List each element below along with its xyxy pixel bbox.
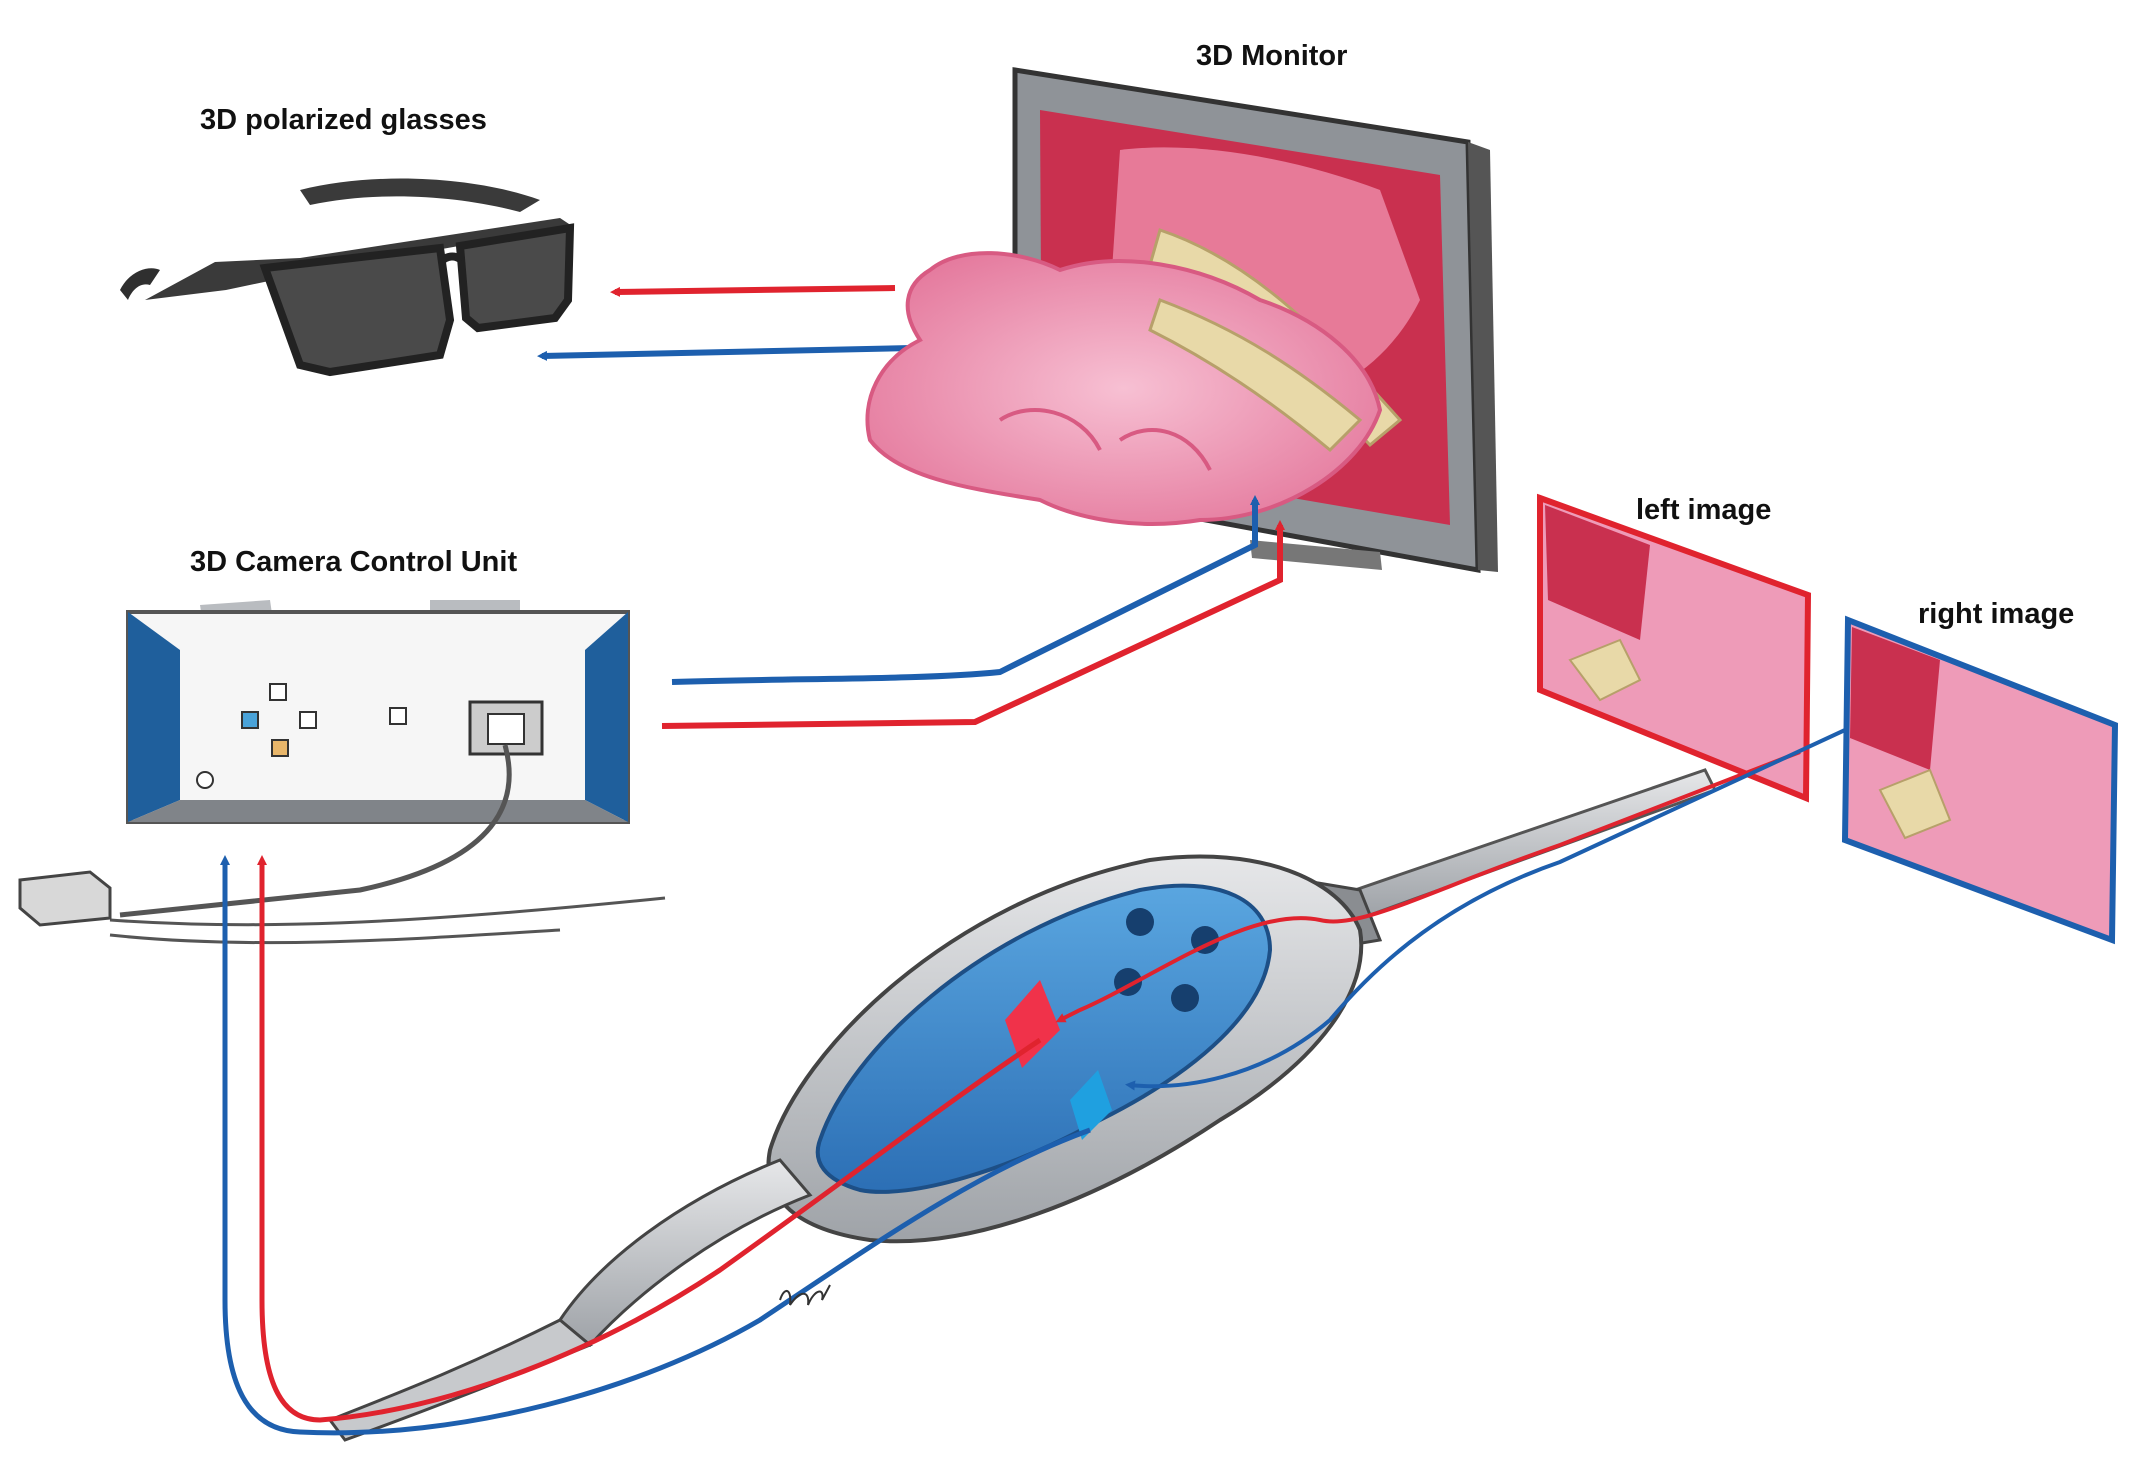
red-arrow-to-glasses xyxy=(610,285,896,297)
ccu-cables xyxy=(18,744,666,945)
right-image-panel xyxy=(1841,615,2119,945)
red-return-line xyxy=(257,855,1042,1423)
blue-arrow-ccu-to-monitor xyxy=(671,495,1260,685)
right-image-label: right image xyxy=(1918,598,2075,630)
blue-signal-line xyxy=(1125,728,1846,1091)
left-image-label: left image xyxy=(1636,494,1772,526)
blue-arrow-to-glasses xyxy=(537,345,913,361)
polarized-glasses-icon xyxy=(120,178,575,377)
left-image-panel xyxy=(1537,493,1812,803)
blue-return-line xyxy=(220,855,1091,1436)
red-arrow-ccu-to-monitor xyxy=(661,520,1285,729)
ccu-label: 3D Camera Control Unit xyxy=(190,546,518,578)
red-signal-line xyxy=(1055,750,1801,1023)
artist-signature xyxy=(779,1284,831,1306)
camera-control-unit-icon xyxy=(126,600,630,824)
3d-tissue-icon xyxy=(865,251,1383,526)
monitor-label: 3D Monitor xyxy=(1196,40,1348,72)
3d-endoscope-icon xyxy=(327,768,1718,1442)
glasses-label: 3D polarized glasses xyxy=(200,104,487,136)
